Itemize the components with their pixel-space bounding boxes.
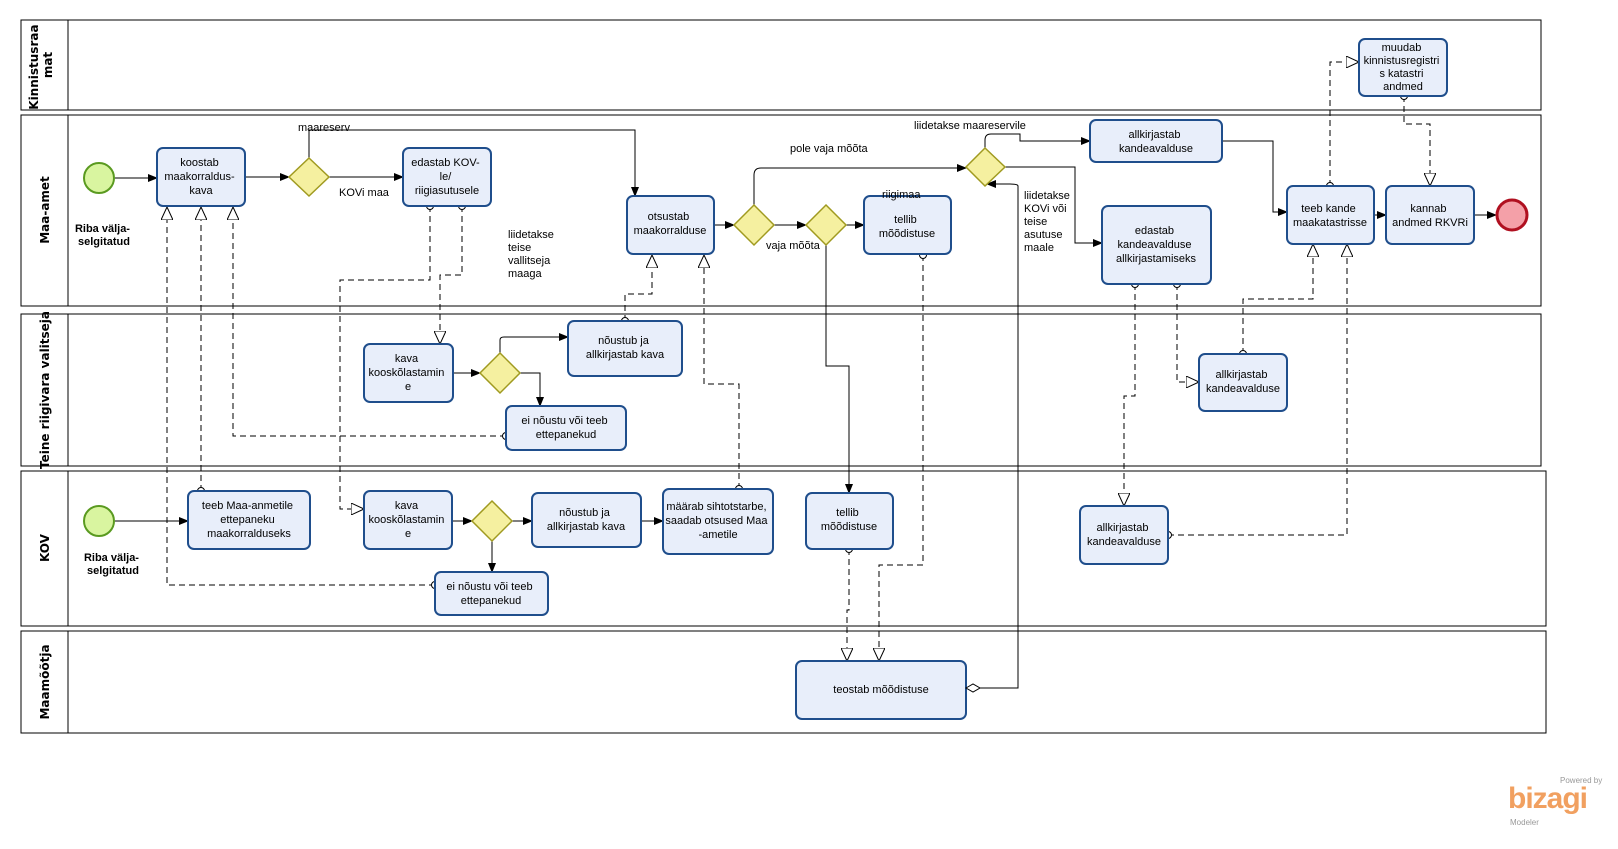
lane-label-teine: Teine riigivara valitseja [38, 311, 52, 469]
task-kannab: kannab andmed RKVRi [1385, 185, 1475, 245]
lane-label-maamootja: Maamõõtja [38, 644, 52, 719]
svg-text:allkirjastab kandeavaldu: allkirjastab kandeavalduse [1119, 129, 1193, 155]
task-allkirjastab-maaamet: allkirjastab kandeavalduse [1089, 119, 1223, 163]
task-koostab: koostab maakorraldus- kava [156, 147, 246, 207]
start-label-kov-2: selgitatud [87, 565, 139, 577]
sequence-flows [115, 129, 1497, 689]
svg-text:allkirjastab kandeavaldu: allkirjastab kandeavalduse [1206, 369, 1280, 395]
svg-text:teeb Maa-anmetile ettepa: teeb Maa-anmetile ettepaneku maakorraldu… [202, 500, 296, 540]
gateway-liidetakse [964, 146, 1007, 188]
svg-text:edastab kandeavalduse: edastab kandeavalduse allkirjastamiseks [1116, 225, 1197, 265]
task-ei-noustu-teine: ei nõustu või teeb ettepanekud [505, 405, 627, 451]
task-teeb-ettepaneku: teeb Maa-anmetile ettepaneku maakorraldu… [187, 490, 311, 550]
gateway-otsustab [732, 203, 776, 247]
svg-text:Kinnistusraa mat: Kinnistusraa mat [27, 20, 55, 109]
association-flows [167, 62, 1430, 661]
task-allkirjastab-teine: allkirjastab kandeavalduse [1198, 353, 1288, 412]
label-kovi-maa: KOVi maa [339, 187, 390, 199]
start-event-kov: Riba välja- selgitatud [83, 505, 142, 577]
watermark-modeler: Modeler [1510, 818, 1539, 827]
svg-text:allkirjastab kandeavaldu: allkirjastab kandeavalduse [1087, 522, 1161, 548]
gateway-maareserv [287, 156, 331, 198]
lane-kinnistusraamat: Kinnistusraa mat [20, 19, 1542, 111]
end-event [1495, 198, 1529, 232]
task-tellib-maaamet: tellib mõõdistuse [863, 195, 952, 255]
start-event-maaamet: Riba välja- selgitatud [75, 162, 133, 248]
aggregation-diamond [964, 683, 982, 693]
label-liidetakse-maareservile: liidetakse maareservile [914, 120, 1026, 132]
label-vaja-moota: vaja mõõta [766, 240, 821, 252]
task-maarab: määrab sihtotstarbe, saadab otsused Maa … [662, 488, 774, 555]
task-edastab-kandeavalduse: edastab kandeavalduse allkirjastamiseks [1101, 205, 1212, 285]
svg-text:kava kooskõlastamin: kava kooskõlastamin e [369, 353, 448, 393]
bizagi-logo: bizagi [1508, 782, 1588, 815]
start-label-maaamet-2: selgitatud [78, 236, 130, 248]
task-kava-teine: kava kooskõlastamin e [363, 343, 454, 403]
label-riigimaa: riigimaa [882, 189, 921, 201]
svg-text:tellib mõõdistuse: tellib mõõdistuse [821, 507, 877, 533]
gateways [287, 146, 1007, 543]
watermark-powered: Powered by [1560, 776, 1603, 785]
task-otsustab: otsustab maakorralduse [626, 195, 715, 255]
task-edastab-kov: edastab KOV- le/ riigiasutusele [402, 147, 492, 207]
svg-text:nõustub ja allkirjastab: nõustub ja allkirjastab kava [586, 335, 665, 361]
svg-text:edastab KOV- le/ r: edastab KOV- le/ riigiasutusele [411, 157, 483, 197]
svg-text:ei nõustu või teeb ette: ei nõustu või teeb ettepanekud [446, 581, 535, 607]
task-teostab: teostab mõõdistuse [795, 660, 967, 720]
svg-text:nõustub ja allkirjastab: nõustub ja allkirjastab kava [547, 507, 626, 533]
svg-text:kannab andmed RKVRi: kannab andmed RKVRi [1392, 203, 1468, 229]
lane-teine: Teine riigivara valitseja [20, 311, 1542, 469]
gateway-vaja-moota [804, 203, 848, 247]
gateway-teine [478, 351, 522, 395]
start-label-kov-1: Riba välja- [84, 552, 139, 564]
svg-text:muudab kinnistusregistri: muudab kinnistusregistri s katastri andm… [1364, 42, 1443, 93]
svg-text:koostab maakorraldus-: koostab maakorraldus- kava [164, 157, 237, 197]
lane-maamootja: Maamõõtja [20, 630, 1547, 734]
task-noustub-kov: nõustub ja allkirjastab kava [531, 492, 642, 548]
label-pole-vaja: pole vaja mõõta [790, 143, 869, 155]
svg-text:ei nõustu või teeb ettep: ei nõustu või teeb ettepanekud [521, 415, 610, 441]
task-teeb-kande: teeb kande maakatastrisse [1286, 185, 1375, 245]
svg-text:tellib mõõdistuse: tellib mõõdistuse [879, 214, 935, 240]
label-liidetakse-teise: liidetakse teise vallitseja maaga [508, 229, 557, 280]
svg-text:teostab mõõdistuse: teostab mõõdistuse [833, 684, 928, 696]
svg-text:otsustab maakorralduse: otsustab maakorralduse [634, 211, 707, 237]
start-label-maaamet-1: Riba välja- [75, 223, 130, 235]
task-ei-noustu-kov: ei nõustu või teeb ettepanekud [434, 571, 549, 616]
svg-text:Riba välja- selgitatud: Riba välja- selgitatud [75, 223, 133, 248]
svg-text:määrab sihtotstarbe, saa: määrab sihtotstarbe, saadab otsused Maa … [665, 501, 770, 541]
label-liidetakse-kovi: liidetakse KOVi või teise asutuse maale [1024, 190, 1073, 254]
svg-text:Riba välja- selgitatud: Riba välja- selgitatud [84, 552, 142, 577]
label-maareserv: maareserv [298, 122, 350, 134]
lane-label-kinnistusraamat-2: mat [41, 52, 55, 79]
lane-label-maaamet: Maa-amet [38, 176, 52, 244]
lane-label-kov: KOV [38, 533, 52, 562]
lane-label-kinnistusraamat-1: Kinnistusraa [27, 24, 41, 109]
bizagi-watermark: Powered by bizagi Modeler [1508, 776, 1603, 838]
task-tellib-kov: tellib mõõdistuse [805, 492, 894, 550]
gateway-kov [470, 499, 514, 543]
task-allkirjastab-kov: allkirjastab kandeavalduse [1079, 505, 1169, 565]
task-kava-kov: kava kooskõlastamin e [363, 490, 453, 550]
svg-text:teeb kande maakatastriss: teeb kande maakatastrisse [1293, 203, 1367, 229]
svg-text:kava kooskõlastamin: kava kooskõlastamin e [369, 500, 448, 540]
task-muudab: muudab kinnistusregistri s katastri andm… [1358, 38, 1448, 97]
flow-labels: maareserv KOVi maa liidetakse teise vall… [298, 120, 1073, 280]
task-noustub-teine: nõustub ja allkirjastab kava [567, 320, 683, 377]
